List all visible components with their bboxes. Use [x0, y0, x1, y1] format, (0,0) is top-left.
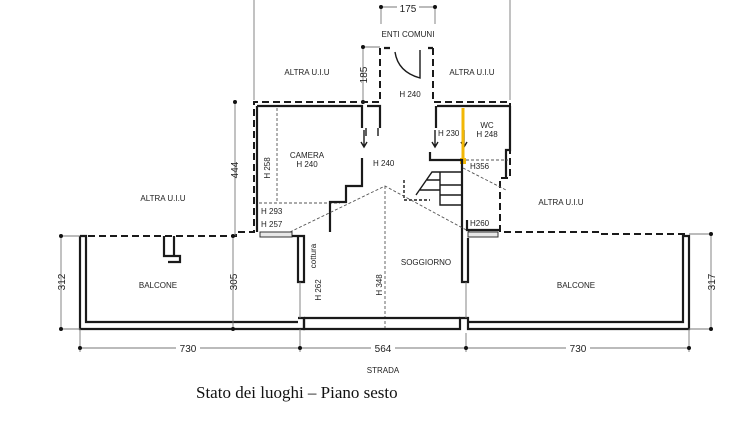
staircase [403, 152, 464, 232]
party-wall-left [82, 48, 381, 237]
label-stair-height: H356 [470, 162, 490, 171]
dimension-right [689, 232, 713, 331]
window-camera [259, 231, 293, 238]
label-altra-uiu-top-right: ALTRA U.I.U [449, 68, 494, 77]
label-balcone-left: BALCONE [139, 281, 177, 290]
camera-walls [255, 104, 382, 232]
label-enti-comuni: ENTI COMUNI [382, 30, 435, 39]
dim-bottom-left: 730 [180, 344, 197, 355]
label-cottura: cottura [309, 243, 318, 268]
dim-left-balcony-depth: 312 [57, 273, 68, 290]
dimension-middle [231, 234, 235, 331]
label-h260: H260 [470, 219, 490, 228]
figure-caption: Stato dei luoghi – Piano sesto [196, 383, 398, 402]
dim-top-width: 175 [400, 4, 417, 15]
label-h257: H 257 [261, 220, 283, 229]
dim-right-balcony-depth: 317 [707, 273, 718, 290]
cottura-wall [292, 234, 306, 284]
label-wc-door-height: H 230 [438, 129, 460, 138]
dim-bottom-middle: 564 [375, 344, 392, 355]
dim-bottom-right: 730 [570, 344, 587, 355]
balcone-right-outline [298, 234, 691, 331]
label-wc-height: H 248 [476, 130, 498, 139]
dim-mid-depth: 305 [229, 273, 240, 290]
party-wall-right [432, 48, 687, 235]
label-corridor-height: H 240 [373, 159, 395, 168]
entry-door [394, 50, 421, 79]
balcone-left-pillar [162, 236, 182, 264]
label-strada: STRADA [367, 366, 400, 375]
label-altra-uiu-mid-left: ALTRA U.I.U [140, 194, 185, 203]
label-camera-height: H 240 [296, 160, 318, 169]
label-h262: H 262 [314, 279, 323, 301]
label-soggiorno: SOGGIORNO [401, 258, 451, 267]
label-h293: H 293 [261, 207, 283, 216]
dimension-left [59, 234, 80, 331]
stepped-wall [328, 158, 364, 232]
label-altra-uiu-mid-right: ALTRA U.I.U [538, 198, 583, 207]
label-balcone-right: BALCONE [557, 281, 595, 290]
balcone-left-outline [78, 234, 306, 331]
dim-camera-depth: 444 [230, 161, 241, 178]
wc-walls [434, 104, 512, 178]
label-hall-height: H 240 [399, 90, 421, 99]
label-wc: WC [480, 121, 494, 130]
window-right [467, 231, 499, 238]
dim-entry-depth: 185 [359, 66, 370, 83]
label-camera: CAMERA [290, 151, 325, 160]
label-altra-uiu-top-left: ALTRA U.I.U [284, 68, 329, 77]
label-h258: H 258 [263, 157, 272, 179]
label-h348: H 348 [375, 274, 384, 296]
